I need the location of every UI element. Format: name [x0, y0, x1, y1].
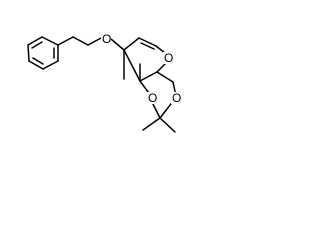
pyran-ring	[123, 37, 167, 82]
bond-c8-c7	[123, 37, 140, 51]
bond-phenyl-ch2	[57, 36, 74, 46]
bond-benzene-double-1	[31, 41, 43, 49]
bond-c2-methyl-a	[142, 117, 161, 131]
bond-oxygen-c4a	[156, 62, 167, 73]
benzene-ring	[27, 36, 59, 70]
bond-benzene-6	[27, 44, 30, 62]
molecule-structure-diagram: O O O O	[27, 32, 181, 133]
bond-benzene-2	[41, 36, 59, 46]
bond-benzene-5	[28, 60, 44, 70]
bond-c8a-c8	[123, 49, 141, 82]
atom-label-pyran-oxygen: O	[164, 51, 173, 65]
bond-benzene-1	[27, 36, 43, 46]
atom-label-dioxane-oxygen-right: O	[172, 91, 181, 105]
bond-c4a-c8a	[139, 71, 158, 82]
bond-c4-c4a	[156, 71, 174, 83]
bond-benzene-4	[42, 60, 59, 70]
bond-c7-c6	[138, 37, 157, 47]
bond-ch2-ch2	[72, 36, 89, 46]
bond-c6-oxygen	[155, 45, 166, 54]
bond-benzene-double-3	[32, 57, 44, 65]
bond-oxygen-quaternary	[110, 38, 125, 51]
bond-c7-c6-double	[140, 42, 155, 50]
bond-ch2-oxygen	[87, 36, 104, 46]
atom-label-ether-oxygen: O	[102, 32, 111, 46]
atom-label-dioxane-oxygen-left: O	[148, 91, 157, 105]
bond-c2-methyl-b	[159, 117, 176, 133]
